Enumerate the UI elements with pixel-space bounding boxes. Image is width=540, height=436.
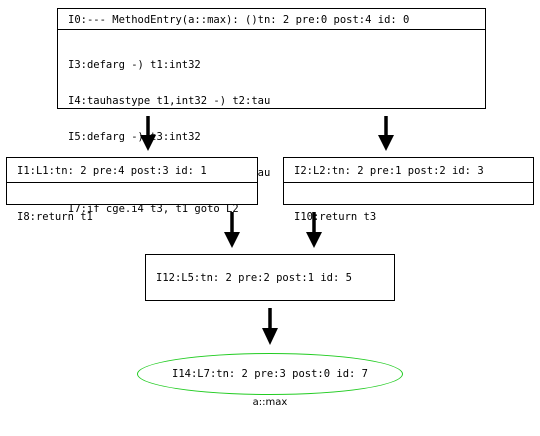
block-l5-node[interactable]: I12:L5:tn: 2 pre:2 post:1 id: 5 [145,254,395,301]
block-l1-header: I1:L1:tn: 2 pre:4 post:3 id: 1 [17,165,207,177]
block-l2-header: I2:L2:tn: 2 pre:1 post:2 id: 3 [294,165,484,177]
instruction-line: I3:defarg -) t1:int32 [68,59,201,71]
instruction-line: I4:tauhastype t1,int32 -) t2:tau [68,95,271,107]
block-l2-node[interactable]: I2:L2:tn: 2 pre:1 post:2 id: 3 I10:retur… [283,157,534,223]
graph-title: a::max [252,397,288,408]
edge-l5-to-l7 [262,308,278,345]
edge-l2-to-l5 [306,212,322,248]
method-entry-header: I0:--- MethodEntry(a::max): ()tn: 2 pre:… [68,14,410,26]
instruction-line: I5:defarg -) t3:int32 [68,131,201,143]
edge-l1-to-l5 [224,212,240,248]
instruction-line: I10:return t3 [294,211,377,223]
block-l1-node[interactable]: I1:L1:tn: 2 pre:4 post:3 id: 1 I8:return… [6,157,258,223]
block-l2-body: I10:return t3 [284,182,533,223]
block-l5-header: I12:L5:tn: 2 pre:2 post:1 id: 5 [156,272,352,284]
block-l1-body: I8:return t1 [7,182,257,223]
edge-entry-to-l1 [140,116,156,151]
method-entry-node[interactable]: I0:--- MethodEntry(a::max): ()tn: 2 pre:… [57,8,486,215]
method-entry-body: I3:defarg -) t1:int32 I4:tauhastype t1,i… [58,29,485,215]
instruction-line: I8:return t1 [17,211,93,223]
block-l7-exit-node[interactable]: I14:L7:tn: 2 pre:3 post:0 id: 7 [137,353,403,395]
edge-entry-to-l2 [378,116,394,151]
instruction-line: I7:if cge.i4 t3, t1 goto L2 [68,203,239,215]
